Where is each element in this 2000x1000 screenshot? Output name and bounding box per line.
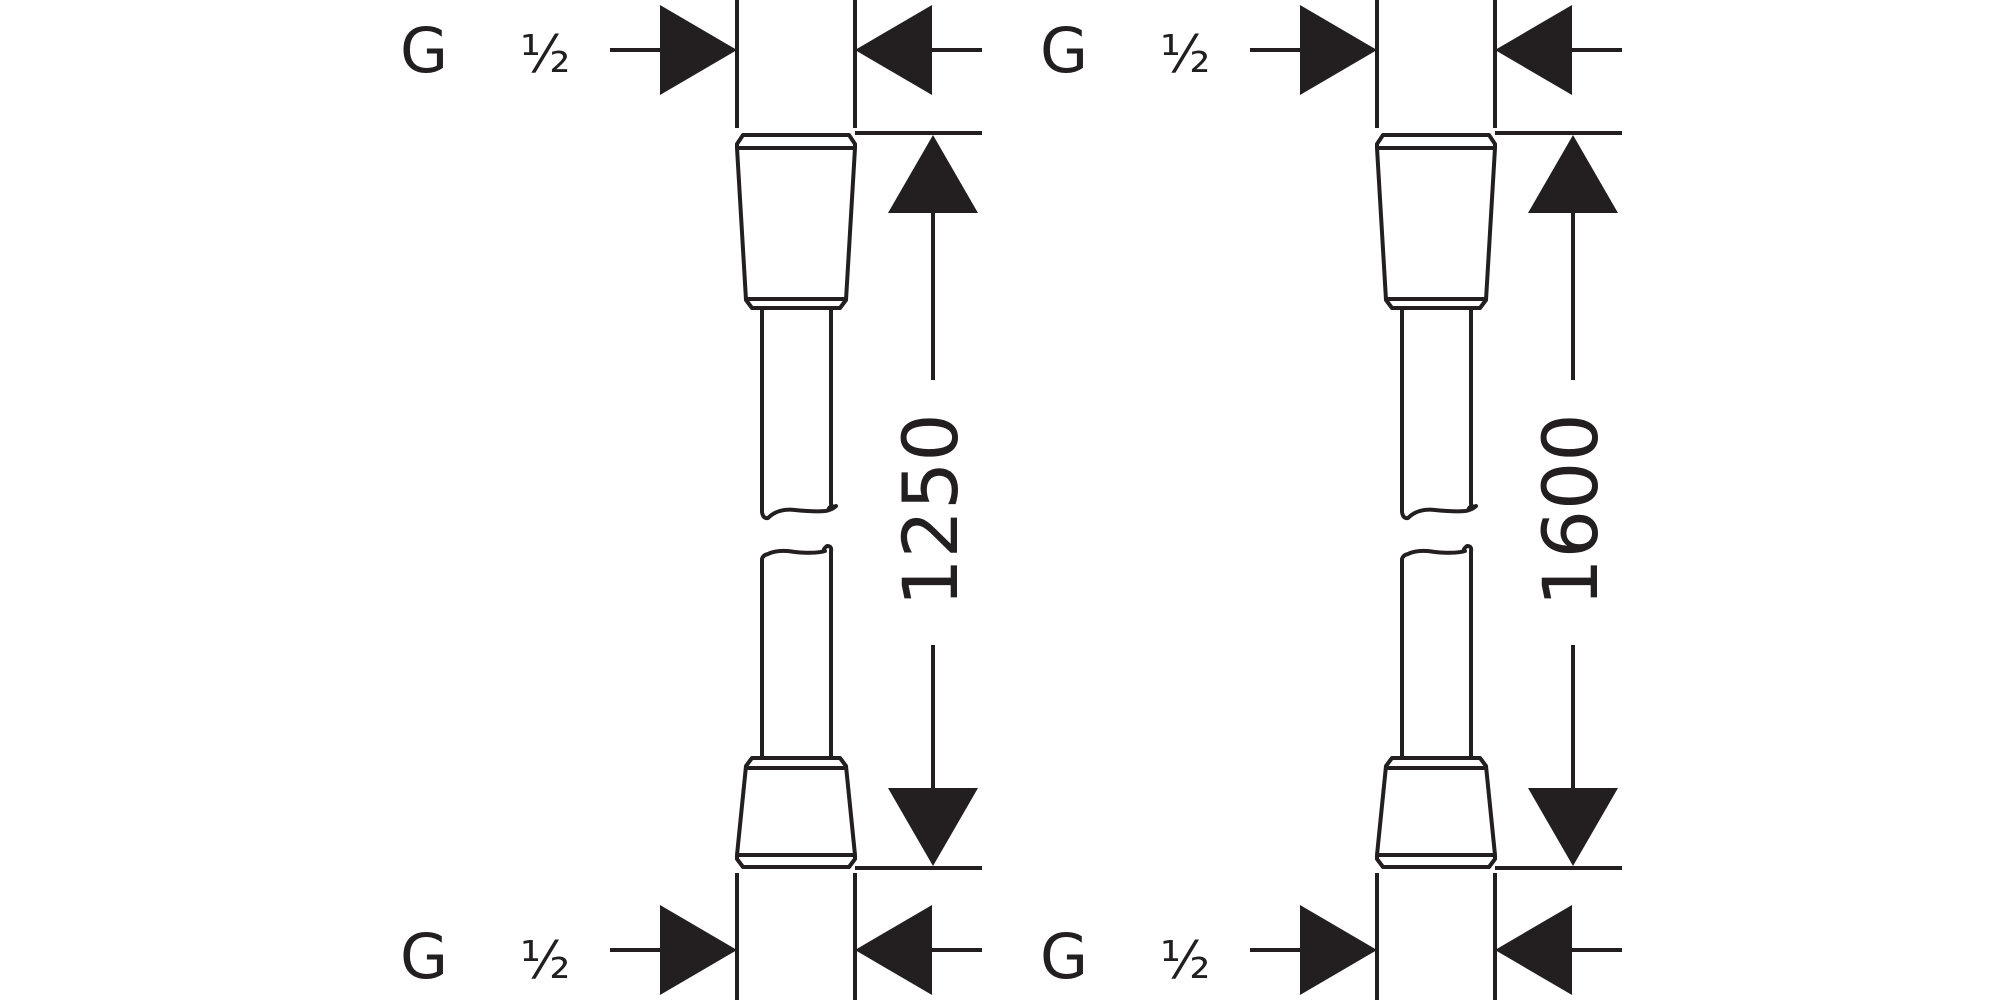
thread-letter: G [1040,14,1088,87]
arrow-up-icon [1528,135,1618,213]
hose-1-tube-lower [760,544,834,758]
hose-1: G ½ [400,0,982,1000]
arrow-left-icon [1495,5,1572,95]
hose-1-top-thread-label: G ½ [400,14,570,87]
hose-2-bottom-width-dimension [1250,873,1622,1000]
thread-size: ½ [520,25,570,85]
thread-size: ½ [520,931,570,991]
thread-letter: G [400,14,448,87]
arrow-right-icon [1300,905,1377,995]
thread-size: ½ [1160,25,1210,85]
hose-2-length-label: 1600 [1526,413,1615,606]
hose-2-top-fitting [1375,133,1497,310]
hose-2-tube-upper [1400,308,1478,521]
hose-2-top-thread-label: G ½ [1040,14,1210,87]
hose-1-top-width-dimension [610,0,982,128]
thread-size: ½ [1160,931,1210,991]
hose-2-top-width-dimension [1250,0,1622,128]
arrow-down-icon [888,788,978,866]
arrow-left-icon [855,5,932,95]
arrow-left-icon [855,905,932,995]
arrow-right-icon [660,905,737,995]
hose-1-bottom-width-dimension [610,873,982,1000]
thread-letter: G [1040,920,1088,993]
arrow-up-icon [888,135,978,213]
arrow-right-icon [660,5,737,95]
hose-1-top-fitting [735,133,857,310]
arrow-down-icon [1528,788,1618,866]
hose-1-bottom-fitting [735,756,857,869]
hose-1-length-dimension: 1250 [855,131,982,870]
hose-2-length-dimension: 1600 [1495,131,1622,870]
hose-2: G ½ 160 [1040,0,1622,1000]
hose-1-length-label: 1250 [886,413,975,606]
thread-letter: G [400,920,448,993]
arrow-left-icon [1495,905,1572,995]
hose-1-bottom-thread-label: G ½ [400,920,570,993]
hose-2-tube-lower [1400,544,1474,758]
hose-1-tube-upper [760,308,838,521]
hose-2-bottom-fitting [1375,756,1497,869]
hose-2-bottom-thread-label: G ½ [1040,920,1210,993]
arrow-right-icon [1300,5,1377,95]
